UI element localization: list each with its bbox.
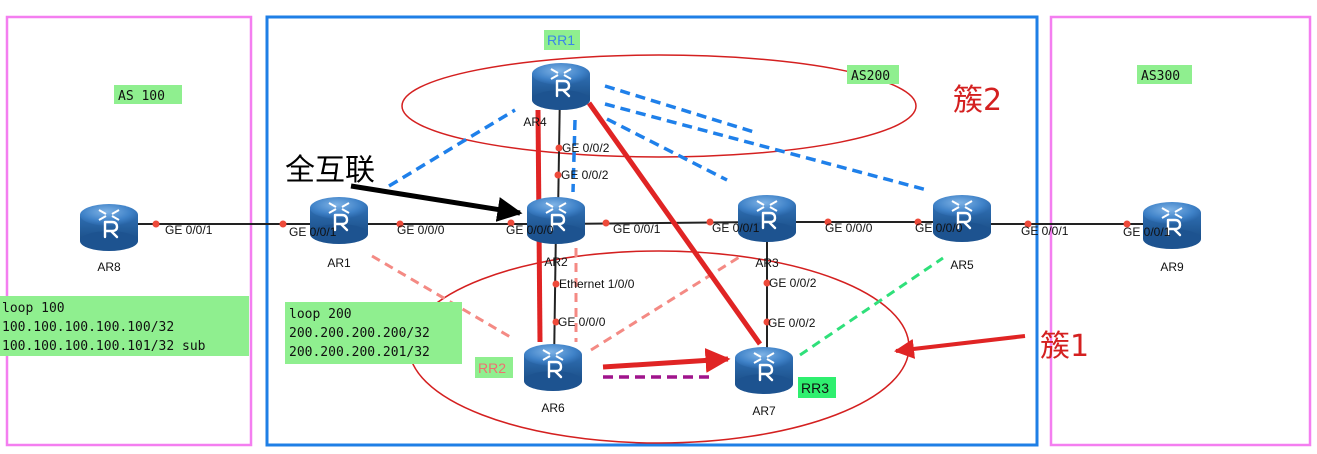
rr2-tag: RR2 xyxy=(478,360,506,376)
port-label-ar3-left: GE 0/0/1 xyxy=(712,221,760,235)
port-label-ar2-down: Ethernet 1/0/0 xyxy=(559,277,635,291)
router-label-ar5: AR5 xyxy=(950,258,974,272)
port-label-ar7-up: GE 0/0/2 xyxy=(768,316,816,330)
as200-loopback-bg xyxy=(285,302,462,364)
green-dashed-peering xyxy=(799,256,944,357)
as100-tag-bg xyxy=(114,85,182,104)
blue-dashed-peerings xyxy=(388,84,928,193)
rr3-tag: RR3 xyxy=(801,380,829,396)
as200-loopback-line2: 200.200.200.200/32 xyxy=(289,326,430,341)
port-label-ar5-left: GE 0/0/0 xyxy=(915,221,963,235)
router-label-ar1: AR1 xyxy=(327,256,351,270)
as100-loopback-line2: 100.100.100.100.100/32 xyxy=(2,320,174,335)
router-label-ar8: AR8 xyxy=(97,260,121,274)
router-label-ar3: AR3 xyxy=(755,256,779,270)
as200-tag: AS200 xyxy=(851,69,890,84)
router-label-ar6: AR6 xyxy=(541,401,565,415)
as100-loopback-line3: 100.100.100.100.101/32 sub xyxy=(2,339,206,354)
rr1-tag-bg xyxy=(544,30,580,50)
port-label-ar2-left: GE 0/0/0 xyxy=(506,223,554,237)
rr1-tag: RR1 xyxy=(547,32,575,48)
as100-tag: AS 100 xyxy=(118,89,165,104)
as100-box xyxy=(5,15,253,447)
port-label-ar2-right: GE 0/0/1 xyxy=(613,222,661,236)
port-label-ar5-right: GE 0/0/1 xyxy=(1021,224,1069,238)
black-arrow-full-mesh xyxy=(350,183,523,222)
router-ar4[interactable] xyxy=(530,61,592,112)
physical-links xyxy=(109,89,1172,366)
router-label-ar7: AR7 xyxy=(752,404,776,418)
as200-loopback-line1: loop 200 xyxy=(289,307,352,322)
rr3-tag-bg xyxy=(798,377,836,398)
as200-loopback-line3: 200.200.200.201/32 xyxy=(289,345,430,360)
port-label-ar4-down: GE 0/0/2 xyxy=(562,141,610,155)
port-label-ar9-left: GE 0/0/1 xyxy=(1123,225,1171,239)
cluster2-ellipse xyxy=(401,54,917,158)
port-label-ar2-up: GE 0/0/2 xyxy=(561,168,609,182)
router-label-ar4: AR4 xyxy=(523,115,547,129)
port-label-ar1-left: GE 0/0/1 xyxy=(289,225,337,239)
port-label-ar3-right: GE 0/0/0 xyxy=(825,221,873,235)
router-ar6[interactable] xyxy=(522,342,584,393)
pink-dashed-peerings xyxy=(371,248,742,352)
router-label-ar9: AR9 xyxy=(1160,260,1184,274)
port-label-ar6-up: GE 0/0/0 xyxy=(558,315,606,329)
router-ar7[interactable] xyxy=(733,345,795,396)
port-label-ar8-right: GE 0/0/1 xyxy=(165,223,213,237)
port-label-ar3-down: GE 0/0/2 xyxy=(769,276,817,290)
as300-tag-bg xyxy=(1137,65,1192,84)
cluster1-ellipse xyxy=(408,250,910,444)
cluster1-label: 簇1 xyxy=(1040,329,1089,364)
router-label-ar2: AR2 xyxy=(544,255,568,269)
as300-box xyxy=(1049,15,1312,447)
router-ar8[interactable] xyxy=(78,202,140,253)
as100-loopback-line1: loop 100 xyxy=(2,301,65,316)
cluster2-label: 簇2 xyxy=(953,83,1002,118)
red-arrow-rr2-rr3 xyxy=(602,347,731,373)
as200-tag-bg xyxy=(847,65,899,84)
red-arrow-cluster1 xyxy=(894,334,1026,359)
rr2-tag-bg xyxy=(475,357,513,378)
port-dots xyxy=(152,144,1131,326)
full-mesh-label: 全互联 xyxy=(285,153,375,188)
port-label-ar1-right: GE 0/0/0 xyxy=(397,223,445,237)
as200-box xyxy=(265,15,1039,447)
as100-loopback-bg xyxy=(0,296,249,356)
as300-tag: AS300 xyxy=(1141,69,1180,84)
